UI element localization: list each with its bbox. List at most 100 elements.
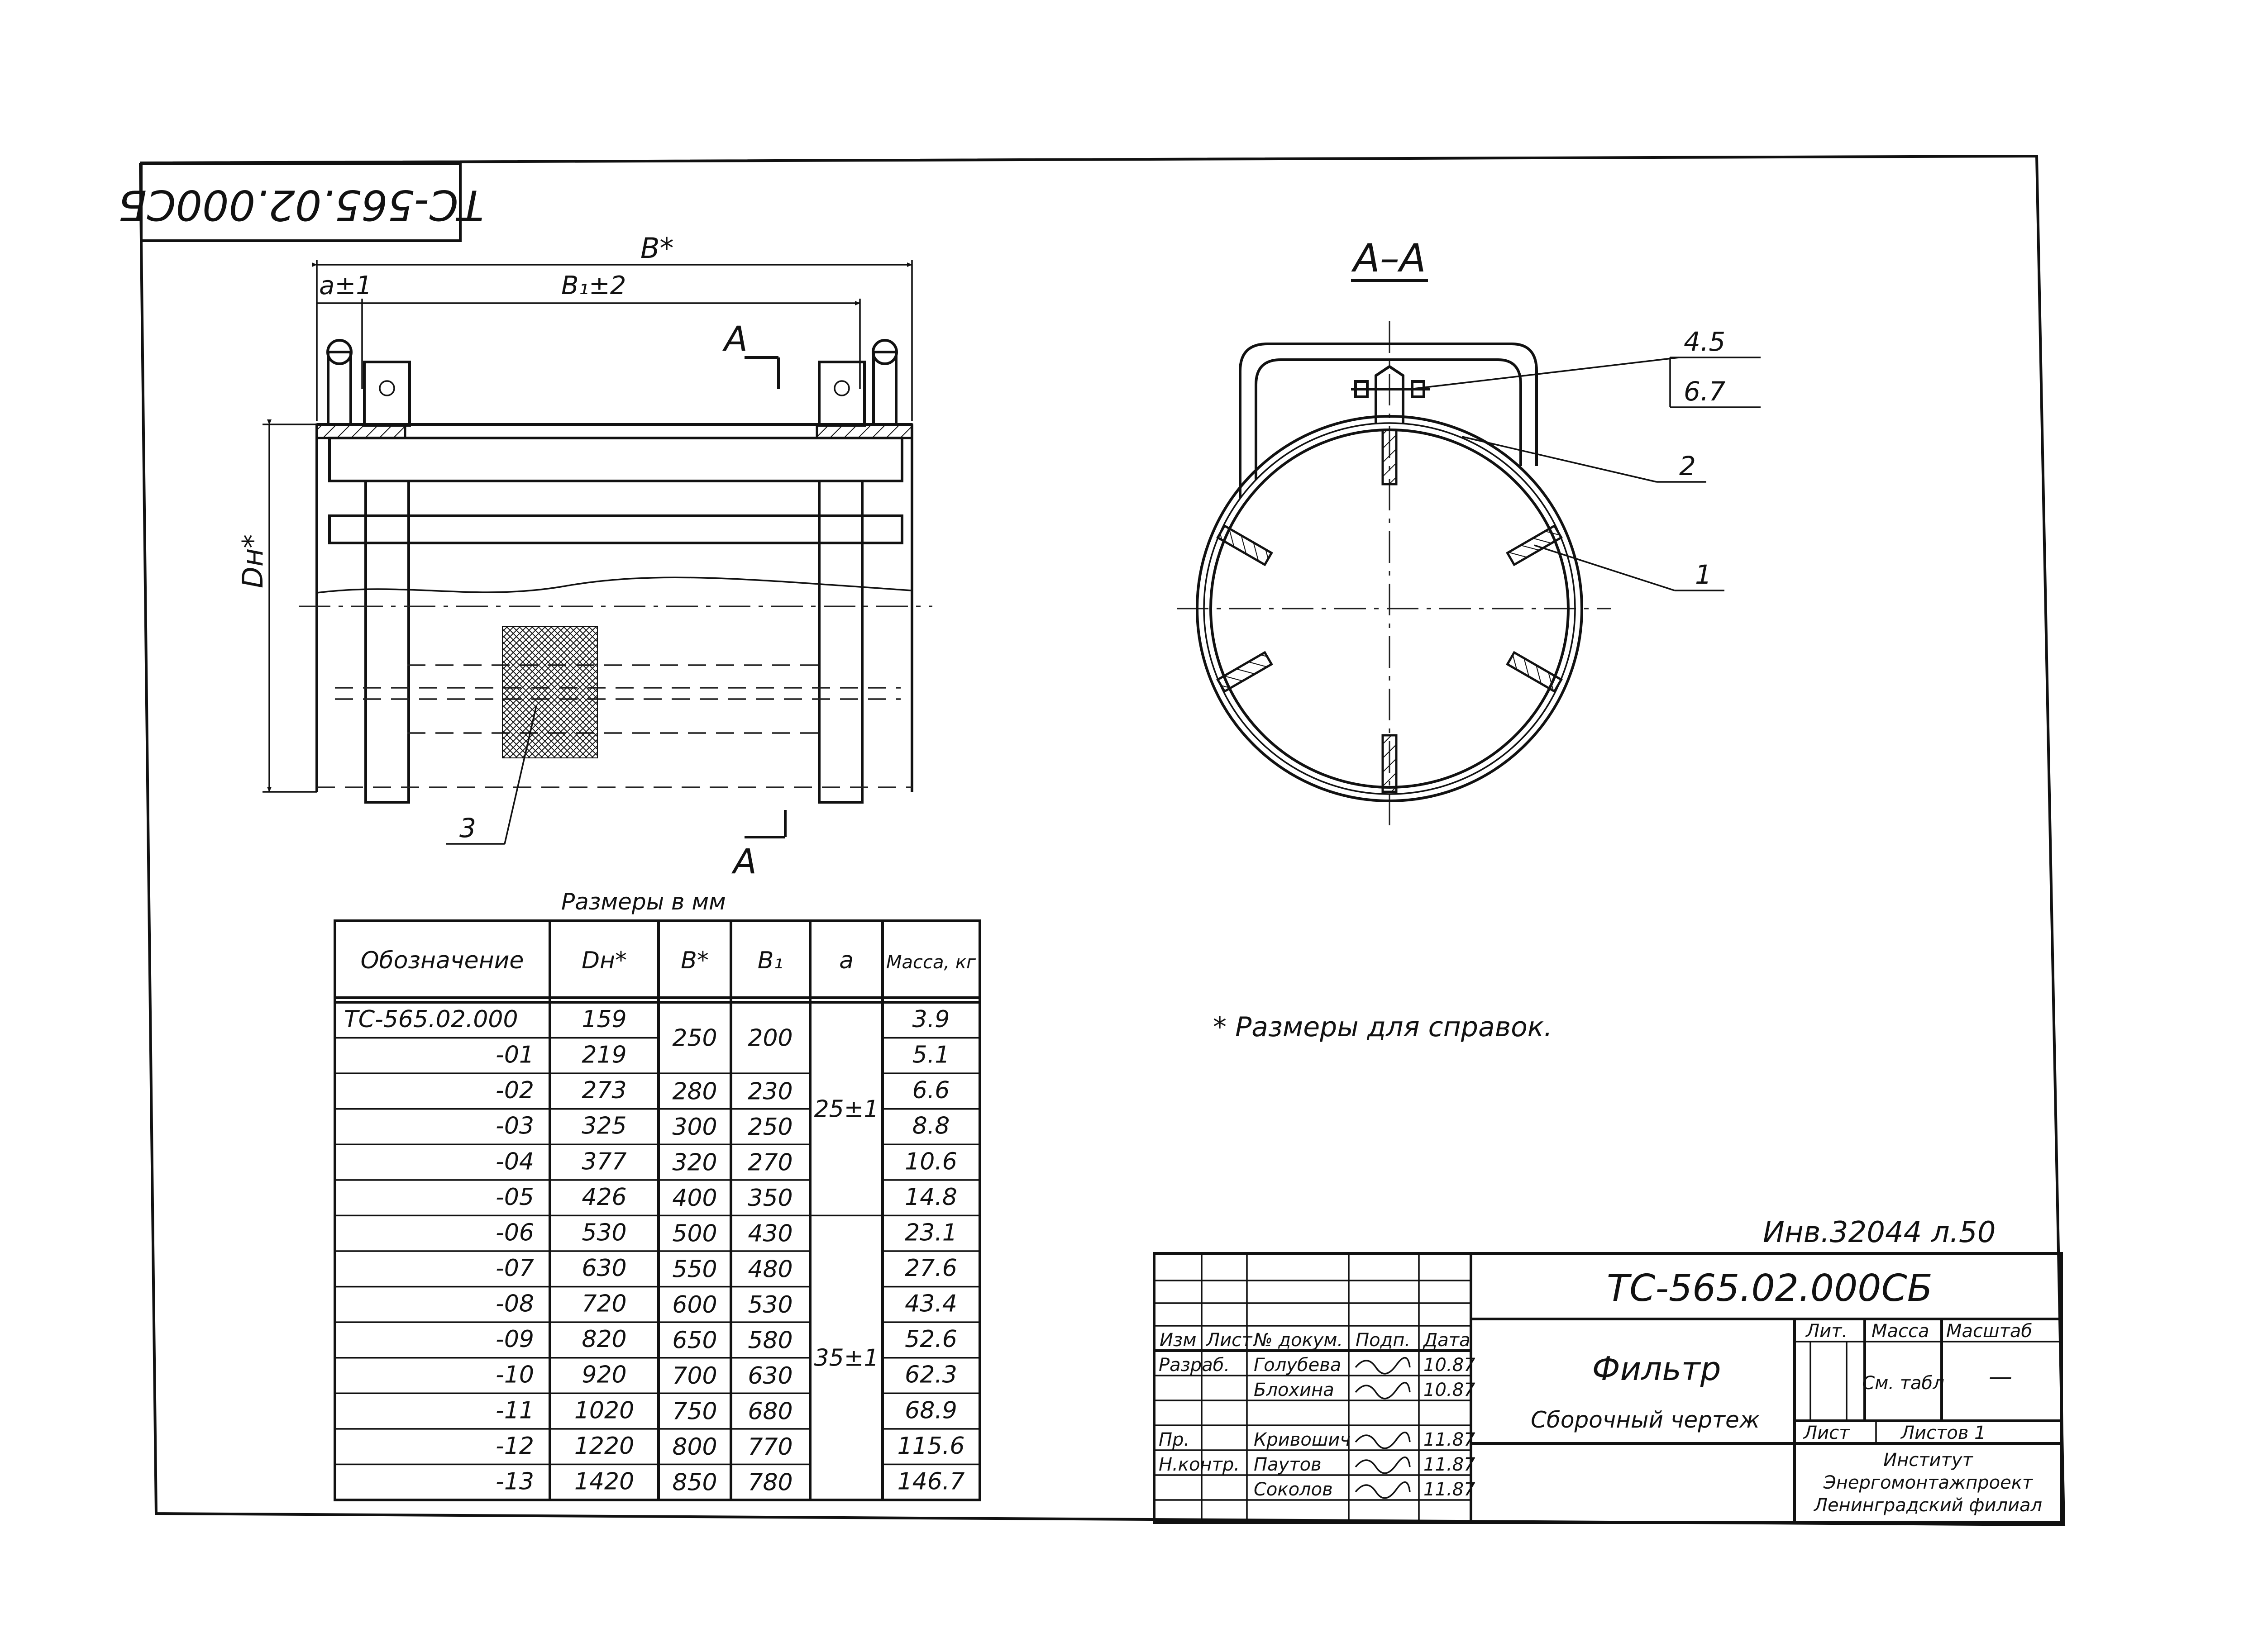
- table-cell-dn: 630: [582, 1255, 626, 1282]
- table-cell-mass: 27.6: [905, 1255, 957, 1282]
- table-cell-b: 550: [672, 1256, 717, 1283]
- inventory-number: Инв.32044 л.50: [1763, 1216, 1996, 1249]
- table-cell-b: 280: [672, 1078, 717, 1105]
- tb-header-date: Дата: [1423, 1330, 1470, 1351]
- sheet-label: Лист: [1803, 1423, 1850, 1443]
- table-cell-b1: 250: [748, 1114, 793, 1141]
- dim-dn-label: Dн*: [236, 534, 269, 588]
- col-header-designation: Обозначение: [361, 947, 524, 974]
- table-cell-mass: 3.9: [912, 1006, 950, 1033]
- org-line-2: Энергомонтажпроект: [1823, 1472, 2034, 1493]
- scale-header: Масштаб: [1946, 1321, 2032, 1342]
- stamp-box: ТС-565.02.000СБ: [118, 162, 484, 242]
- table-cell-mass: 23.1: [905, 1219, 957, 1246]
- table-cell-designation: -12: [496, 1433, 534, 1460]
- table-cell-mass: 43.4: [905, 1290, 957, 1318]
- callout-1: 1: [1695, 559, 1712, 590]
- table-cell-designation: -06: [496, 1219, 534, 1246]
- mass-value: См. табл: [1862, 1373, 1944, 1394]
- table-cell-designation: -09: [496, 1326, 534, 1353]
- signature-scribble: [1355, 1357, 1411, 1375]
- table-cell-dn: 720: [582, 1290, 626, 1318]
- filter-mesh: [502, 626, 598, 758]
- table-cell-b: 300: [672, 1114, 717, 1141]
- table-cell-dn: 159: [582, 1006, 626, 1033]
- table-cell-dn: 1420: [574, 1468, 634, 1495]
- tb-header-izm: Изм: [1160, 1330, 1196, 1351]
- table-cell-dn: 377: [582, 1148, 626, 1175]
- table-caption: Размеры в мм: [561, 889, 726, 915]
- table-cell-b: 600: [672, 1291, 717, 1319]
- dim-inner-label: В₁±2: [561, 271, 626, 300]
- dimensions-table: Размеры в мм Обозначение Dн* В* В₁ a Мас…: [334, 889, 981, 1501]
- table-cell-designation: -04: [496, 1148, 534, 1175]
- table-cell-dn: 219: [582, 1042, 626, 1069]
- col-header-a: a: [839, 947, 854, 974]
- table-cell-mass: 10.6: [905, 1148, 957, 1175]
- signer-date: 10.87: [1423, 1355, 1475, 1376]
- table-cell-mass: 6.6: [912, 1077, 950, 1104]
- table-cell-designation: -11: [496, 1397, 534, 1424]
- dim-total-label: В*: [640, 232, 674, 265]
- table-cell-b: 800: [672, 1433, 717, 1461]
- table-cell-dn: 426: [582, 1184, 626, 1211]
- dim-a-label: a±1: [319, 271, 372, 300]
- table-cell-b1: 480: [748, 1256, 793, 1283]
- stamp-code: ТС-565.02.000СБ: [118, 181, 484, 229]
- table-cell-b1: 770: [748, 1433, 793, 1461]
- table-cell-designation: -01: [496, 1042, 534, 1069]
- table-cell-b: 850: [672, 1469, 717, 1496]
- callout-4-5: 4.5: [1684, 326, 1725, 357]
- sheets-label: Листов 1: [1900, 1423, 1986, 1443]
- col-header-b1: В₁: [758, 947, 783, 974]
- table-cell-dn: 1220: [574, 1433, 634, 1460]
- table-cell-designation: ТС-565.02.000: [344, 1006, 518, 1033]
- callout-2: 2: [1679, 451, 1696, 481]
- table-cell-b1: 630: [748, 1362, 793, 1390]
- col-header-mass: Масса, кг: [886, 952, 976, 973]
- table-cell-mass: 62.3: [905, 1362, 957, 1389]
- signer-date: 11.87: [1423, 1454, 1475, 1475]
- table-cell-b: 750: [672, 1398, 717, 1425]
- table-cell-mass: 68.9: [905, 1397, 957, 1424]
- product-name: Фильтр: [1592, 1350, 1721, 1388]
- table-cell-b: 500: [672, 1220, 717, 1247]
- org-line-1: Институт: [1883, 1450, 1973, 1471]
- table-cell-mass: 52.6: [905, 1326, 957, 1353]
- table-cell-dn: 920: [582, 1362, 626, 1389]
- signer-date: 11.87: [1423, 1429, 1475, 1450]
- table-cell-b: 650: [672, 1327, 717, 1354]
- table-cell-designation: -05: [496, 1184, 534, 1211]
- section-title: А–А: [1351, 236, 1426, 281]
- signature-scribble: [1355, 1481, 1411, 1499]
- table-cell-designation: -03: [496, 1113, 534, 1140]
- table-cell-b: 250: [672, 1025, 717, 1052]
- front-view: В* a±1 В₁±2: [236, 232, 932, 881]
- table-cell-designation: -07: [496, 1255, 534, 1282]
- section-mark-bottom: А: [731, 841, 757, 881]
- table-cell-b1: 230: [748, 1078, 793, 1105]
- table-cell-dn: 530: [582, 1219, 626, 1246]
- table-cell-dn: 820: [582, 1326, 626, 1353]
- signer-name: Соколов: [1254, 1479, 1333, 1500]
- table-cell-mass: 146.7: [898, 1468, 965, 1495]
- signer-role: Пр.: [1159, 1429, 1189, 1450]
- table-cell-dn: 273: [582, 1077, 626, 1104]
- org-line-3: Ленинградский филиал: [1813, 1495, 2042, 1516]
- table-cell-mass: 14.8: [905, 1184, 957, 1211]
- drawing-code: ТС-565.02.000СБ: [1607, 1267, 1933, 1310]
- table-cell-b1: 430: [748, 1220, 793, 1247]
- sheet-border: [139, 154, 2066, 1527]
- reference-note: * Размеры для справок.: [1213, 1011, 1552, 1043]
- table-cell-b1: 530: [748, 1291, 793, 1319]
- col-header-b: В*: [681, 947, 709, 974]
- table-cell-mass: 8.8: [912, 1113, 950, 1140]
- table-cell-mass: 5.1: [912, 1042, 950, 1069]
- table-cell-dn: 325: [582, 1113, 626, 1140]
- signature-scribble: [1355, 1431, 1411, 1449]
- signer-name: Кривошич: [1254, 1429, 1351, 1450]
- table-cell-b: 700: [672, 1362, 717, 1390]
- table-cell-b1: 200: [748, 1025, 793, 1052]
- table-cell-b1: 680: [748, 1398, 793, 1425]
